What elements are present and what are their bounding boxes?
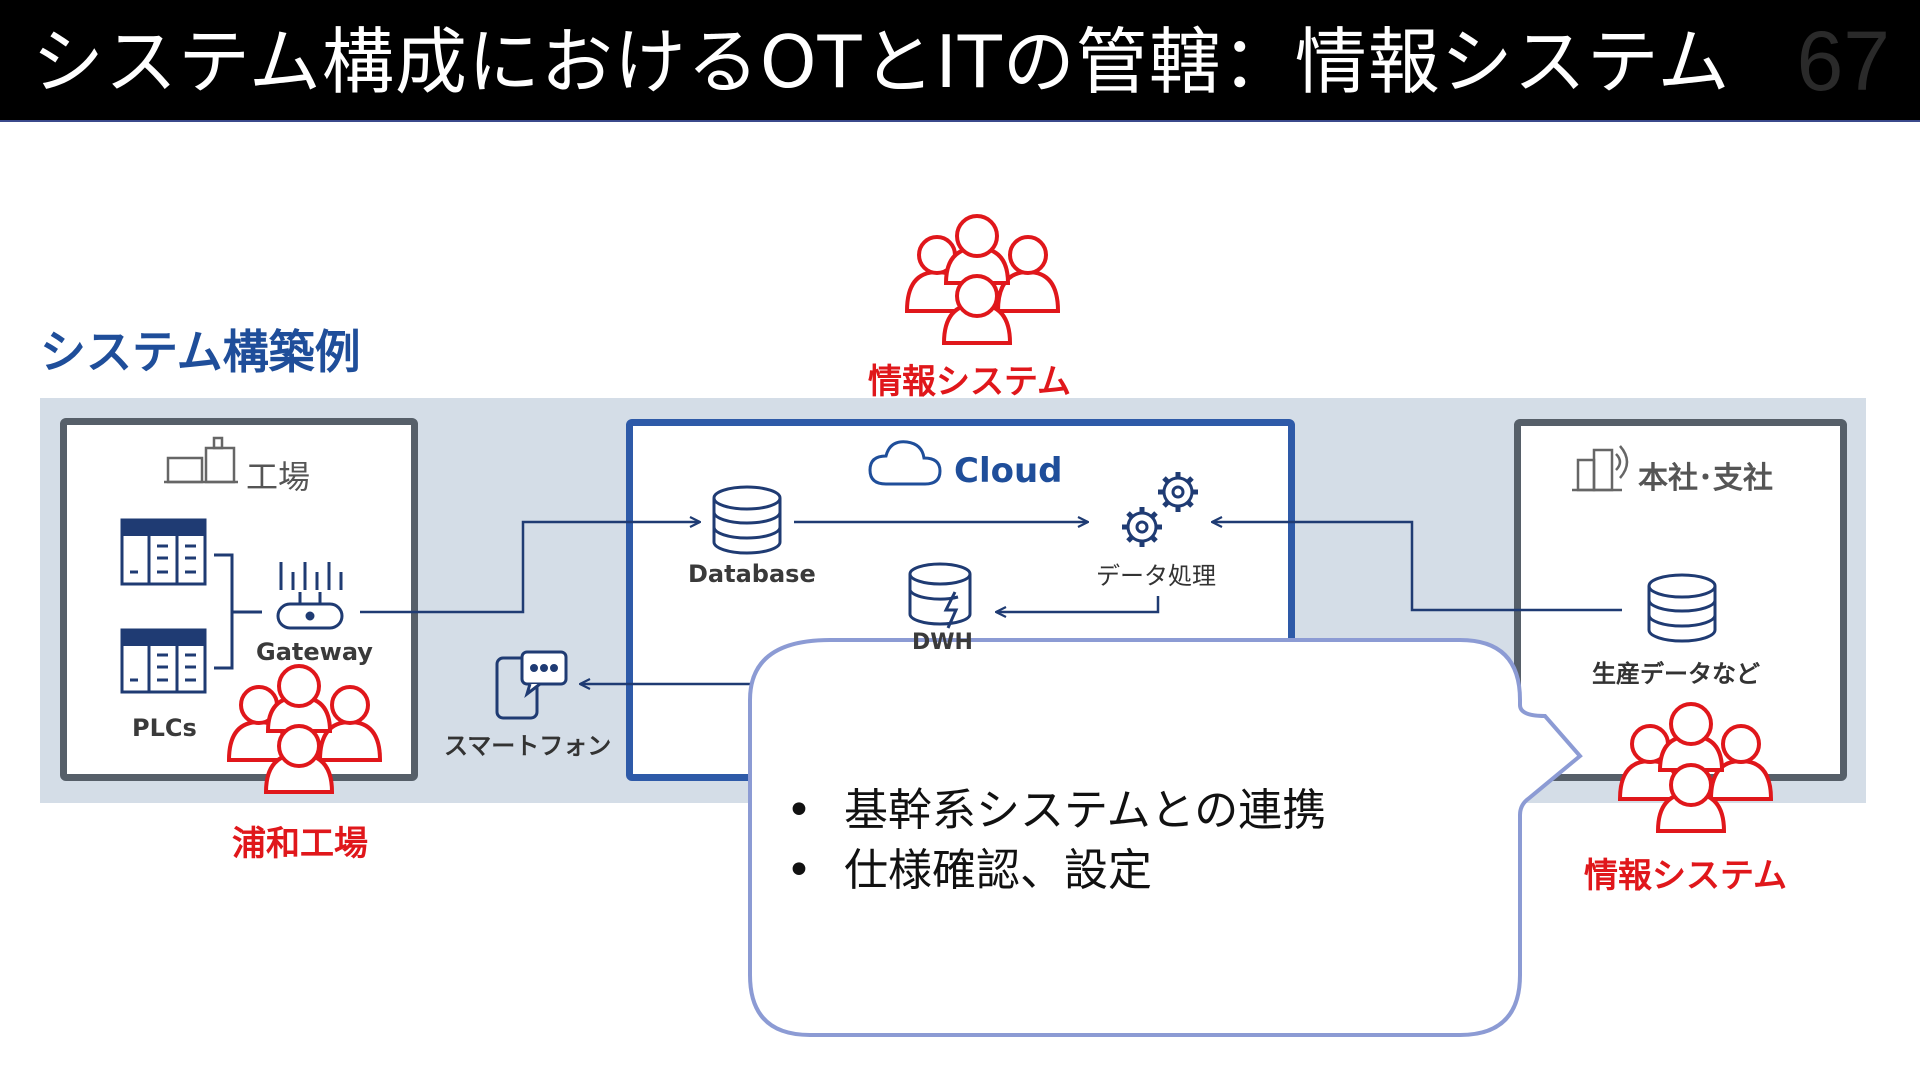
building-icon [1572, 445, 1629, 492]
plc-connector [214, 553, 262, 670]
cloud-label: Cloud [954, 451, 1063, 491]
database-label: Database [688, 560, 816, 588]
page-number: 67 [1796, 14, 1890, 108]
arrow-processing-to-dwh [996, 596, 1160, 612]
arrow-hq-to-processing [1212, 522, 1622, 612]
team-label-factory: 浦和工場 [232, 824, 368, 864]
dwh-label: DWH [912, 630, 973, 655]
arrow-gateway-to-database [360, 522, 700, 614]
team-icon [1617, 702, 1774, 833]
dwh-icon [908, 562, 972, 629]
smartphone-icon [495, 650, 568, 720]
gear-icon [1158, 472, 1198, 512]
callout-list: 基幹系システムとの連携 仕様確認、設定 [786, 781, 1326, 901]
database-icon [1647, 573, 1717, 643]
hq-label: 本社･支社 [1638, 461, 1773, 496]
gateway-label: Gateway [256, 638, 373, 666]
plc-icon [120, 628, 207, 694]
processing-label: データ処理 [1096, 562, 1216, 590]
smartphone-label: スマートフォン [444, 732, 612, 760]
gateway-icon [276, 562, 344, 630]
plc-icon [120, 518, 207, 586]
callout-content: 基幹系システムとの連携 仕様確認、設定 [786, 781, 1326, 901]
section-title: システム構築例 [40, 325, 361, 379]
title-bar: システム構成におけるOTとITの管轄：情報システム 67 [0, 0, 1920, 122]
database-icon [712, 485, 782, 555]
callout-item: 仕様確認、設定 [786, 841, 1326, 901]
callout-item: 基幹系システムとの連携 [786, 781, 1326, 841]
cloud-icon [868, 440, 942, 486]
team-icon [904, 214, 1061, 345]
hq-data-label: 生産データなど [1592, 660, 1760, 688]
factory-label: 工場 [246, 458, 311, 496]
factory-icon [164, 436, 238, 484]
team-label-top: 情報システム [868, 362, 1071, 402]
plcs-label: PLCs [132, 714, 197, 742]
slide-title: システム構成におけるOTとITの管轄：情報システム [32, 20, 1731, 104]
team-label-right: 情報システム [1584, 856, 1787, 896]
team-icon [226, 664, 383, 794]
gear-icon [1122, 507, 1162, 547]
